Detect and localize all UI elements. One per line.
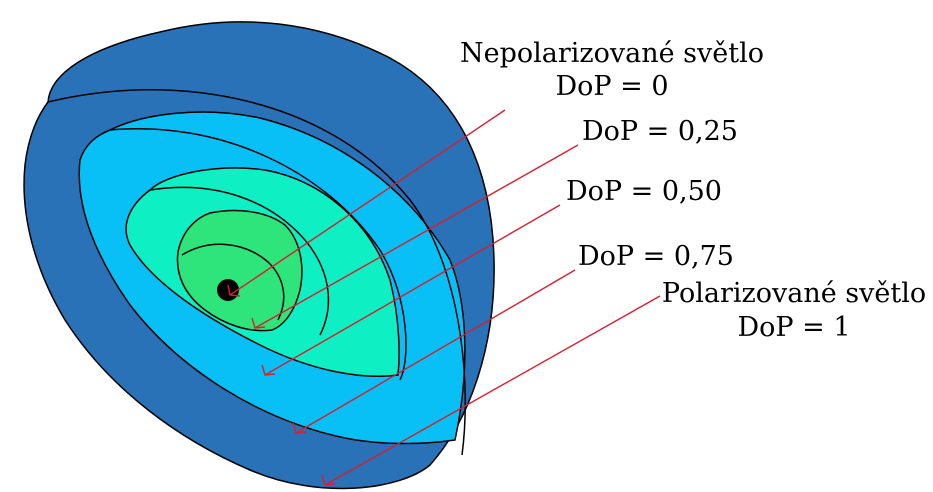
center-dot-unpolarized xyxy=(217,279,239,301)
label-polarized-title: Polarizované světlo xyxy=(662,278,926,309)
label-polarized-dop: DoP = 1 xyxy=(737,312,850,343)
pointer-line-dop-1 xyxy=(324,295,661,486)
label-dop-025: DoP = 0,25 xyxy=(582,116,738,147)
pointer-arrowhead-dop-0 xyxy=(227,284,241,297)
boundary-curve-075 xyxy=(109,128,407,381)
pointer-arrowhead-dop-050 xyxy=(261,364,276,376)
pointer-line-dop-025 xyxy=(254,144,579,329)
pointer-lines xyxy=(227,109,661,486)
pointer-line-dop-050 xyxy=(264,204,561,376)
label-dop-075: DoP = 0,75 xyxy=(578,241,734,272)
boundary-curve-050 xyxy=(149,186,330,336)
pointer-line-dop-075 xyxy=(295,269,576,434)
shell-dop-025 xyxy=(176,209,303,332)
boundary-curve-outer xyxy=(47,89,466,456)
pointer-arrowhead-dop-075 xyxy=(292,422,307,434)
label-dop-050: DoP = 0,50 xyxy=(566,176,722,207)
pointer-arrowhead-dop-025 xyxy=(251,317,266,329)
boundary-curve-025 xyxy=(181,243,285,321)
label-unpolarized-dop: DoP = 0 xyxy=(555,71,668,102)
label-unpolarized-title: Nepolarizované světlo xyxy=(460,38,764,69)
pointer-arrowhead-dop-1 xyxy=(321,474,336,486)
pointer-line-dop-0 xyxy=(229,109,506,296)
